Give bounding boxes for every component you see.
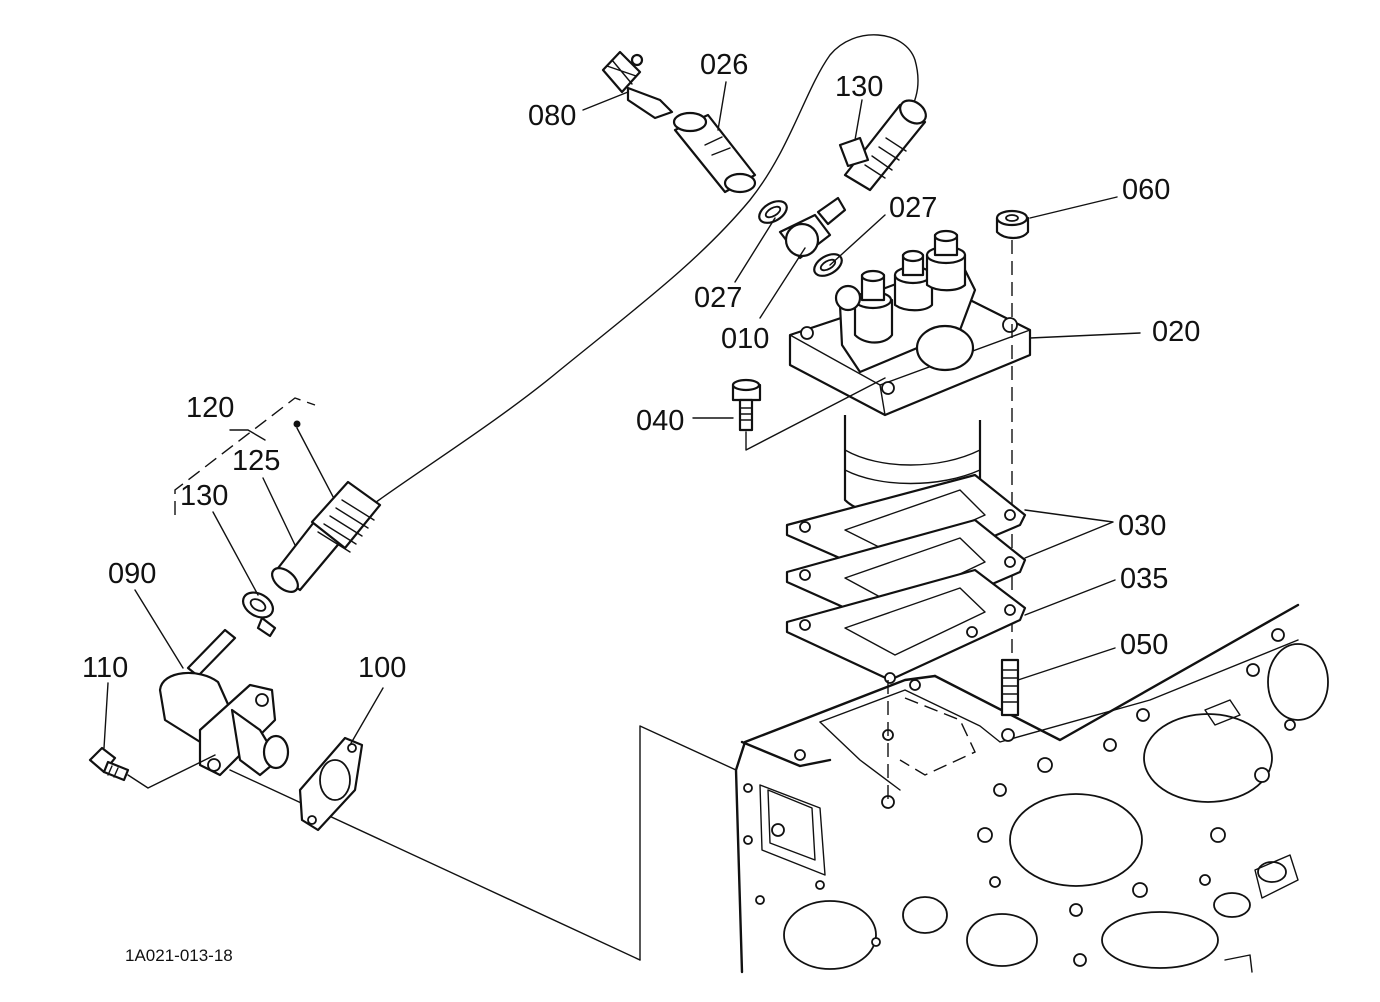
washers-027 xyxy=(758,200,843,277)
engine-block xyxy=(734,603,1329,974)
delivery-valve-holder xyxy=(925,229,967,292)
label-035: 035 xyxy=(1120,563,1168,595)
gasket-100 xyxy=(298,736,364,832)
cylinder-bore xyxy=(1143,713,1273,803)
hose-and-clamp-top xyxy=(838,99,927,192)
leader-lines xyxy=(103,81,1141,749)
label-060: 060 xyxy=(1122,174,1170,206)
stud-050 xyxy=(1000,658,1020,717)
label-120: 120 xyxy=(186,392,234,424)
label-020: 020 xyxy=(1152,316,1200,348)
bolt-110 xyxy=(88,746,216,789)
hose-clamp-130 xyxy=(241,591,277,638)
label-080: 080 xyxy=(528,100,576,132)
leader-line xyxy=(229,769,641,961)
label-130-top: 130 xyxy=(835,71,883,103)
bolt-040 xyxy=(731,377,886,451)
feed-pump-090 xyxy=(158,628,290,777)
hose-120 xyxy=(310,480,382,553)
label-130-left: 130 xyxy=(180,480,228,512)
cylinder-bore xyxy=(1009,793,1143,887)
drawing-id: 1A021-013-18 xyxy=(125,946,233,965)
label-090: 090 xyxy=(108,558,156,590)
gasket-035 xyxy=(785,568,1027,684)
label-050: 050 xyxy=(1120,629,1168,661)
label-027-left: 027 xyxy=(694,282,742,314)
injection-pump-assembly xyxy=(788,229,1032,517)
delivery-valve-holder xyxy=(893,249,934,312)
fuel-pipe xyxy=(371,34,919,506)
cylinder-bore xyxy=(1267,643,1329,721)
part-number-labels: 026 080 130 060 027 027 010 020 040 120 … xyxy=(82,49,1200,684)
eye-bolt-026 xyxy=(672,111,757,194)
bolt-holes xyxy=(743,628,1296,967)
label-027-right: 027 xyxy=(889,192,937,224)
reference-dot xyxy=(293,420,301,428)
leader-line xyxy=(639,725,737,961)
label-040: 040 xyxy=(636,405,684,437)
label-125: 125 xyxy=(232,445,280,477)
air-vent-plug-080 xyxy=(601,50,674,120)
label-100: 100 xyxy=(358,652,406,684)
label-010: 010 xyxy=(721,323,769,355)
pipe-joint-010 xyxy=(778,196,847,260)
label-110: 110 xyxy=(82,652,128,684)
label-026: 026 xyxy=(700,49,748,81)
nut-060 xyxy=(995,209,1030,240)
label-030: 030 xyxy=(1118,510,1166,542)
delivery-valve-holder xyxy=(853,269,894,344)
